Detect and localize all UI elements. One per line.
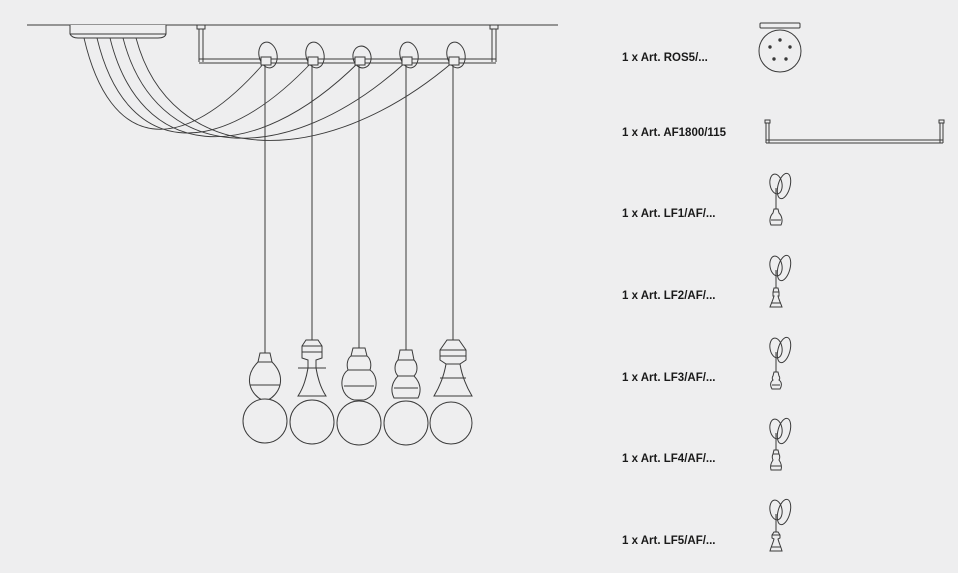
- pendant-lf2: [289, 339, 335, 445]
- part-label-af1800: 1 x Art. AF1800/115: [622, 127, 726, 139]
- ceiling-rose-icon: [758, 22, 802, 73]
- pendant-lf5-icon: [769, 498, 792, 552]
- part-label-lf3: 1 x Art. LF3/AF/...: [622, 372, 716, 384]
- pendant-lf3-icon: [769, 336, 792, 390]
- part-label-lf4: 1 x Art. LF4/AF/...: [622, 453, 716, 465]
- pendant-lf2-icon: [769, 254, 792, 308]
- part-label-lf2: 1 x Art. LF2/AF/...: [622, 290, 716, 302]
- pendant-lf1: [242, 352, 288, 444]
- mounting-bar-icon: [764, 119, 945, 144]
- pendant-lf3: [336, 347, 382, 446]
- pendant-lf1-icon: [769, 172, 792, 226]
- part-label-lf1: 1 x Art. LF1/AF/...: [622, 208, 716, 220]
- ceiling-rose: [69, 25, 167, 39]
- pendant-lf4-icon: [769, 417, 792, 471]
- drop-cables: [264, 65, 454, 353]
- assembly-drawing: [27, 24, 558, 446]
- part-label-ros5: 1 x Art. ROS5/...: [622, 52, 708, 64]
- pendant-lf4: [383, 349, 429, 446]
- pendant-lf5: [429, 339, 473, 445]
- bar-clamps: [258, 41, 466, 69]
- mounting-bar: [196, 24, 499, 64]
- part-label-lf5: 1 x Art. LF5/AF/...: [622, 535, 716, 547]
- cable-loops: [83, 37, 454, 141]
